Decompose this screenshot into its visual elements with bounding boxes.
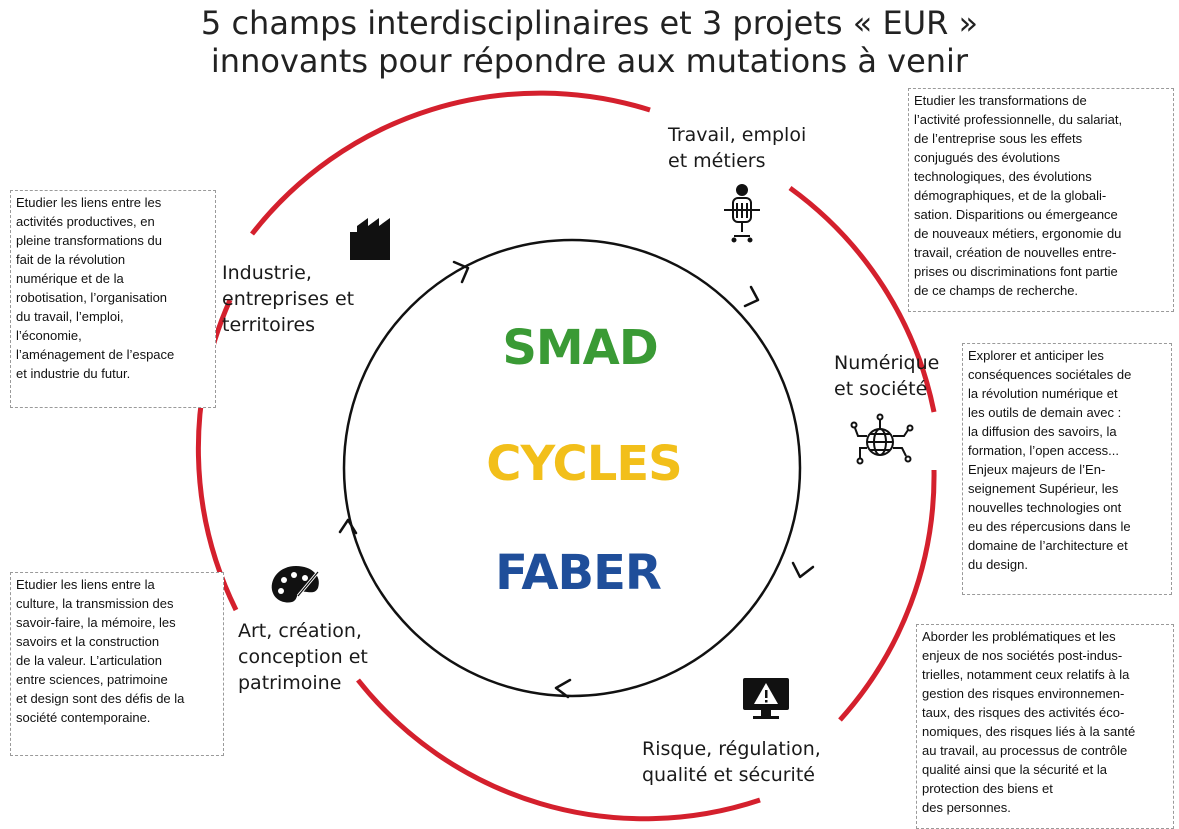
field-label-art: Art, création, conception et patrimoine bbox=[238, 620, 368, 694]
title-line-1: 5 champs interdisciplinaires et 3 projet… bbox=[200, 4, 979, 42]
inner-ring bbox=[342, 238, 802, 698]
description-risque: Aborder les problématiques et les enjeux… bbox=[916, 624, 1174, 829]
arrow-left bbox=[338, 518, 358, 535]
arrow-top-right bbox=[743, 285, 760, 308]
outer-ring-arc-bottom bbox=[356, 678, 761, 822]
outer-ring bbox=[195, 90, 937, 822]
arrow-right bbox=[791, 561, 815, 579]
palette-icon bbox=[271, 566, 320, 603]
office-worker-icon bbox=[724, 184, 760, 243]
outer-ring-arc-bottom-right bbox=[838, 469, 937, 722]
description-industrie: Etudier les liens entre les activités pr… bbox=[10, 190, 216, 408]
description-travail: Etudier les transformations de l’activit… bbox=[908, 88, 1174, 312]
warning-monitor-icon bbox=[743, 678, 789, 719]
field-label-numerique: Numérique et société bbox=[834, 352, 940, 400]
network-globe-icon bbox=[850, 413, 914, 465]
description-numerique: Explorer et anticiper les conséquences s… bbox=[962, 343, 1172, 595]
project-smad: SMAD bbox=[502, 320, 658, 376]
outer-ring-arc-top-left bbox=[250, 90, 651, 236]
factory-icon bbox=[350, 218, 390, 260]
arrow-top-left bbox=[452, 260, 470, 284]
description-art: Etudier les liens entre la culture, la t… bbox=[10, 572, 224, 756]
arrow-bottom bbox=[554, 678, 572, 699]
field-label-industrie: Industrie, entreprises et territoires bbox=[222, 262, 355, 336]
cycle-arrows bbox=[338, 260, 815, 699]
page-title: 5 champs interdisciplinaires et 3 projet… bbox=[0, 4, 1179, 80]
field-label-travail: Travail, emploi et métiers bbox=[668, 124, 807, 172]
outer-ring-arc-right bbox=[788, 185, 937, 413]
project-cycles: CYCLES bbox=[486, 436, 682, 492]
field-label-risque: Risque, régulation, qualité et sécurité bbox=[642, 738, 821, 786]
title-line-2: innovants pour répondre aux mutations à … bbox=[210, 42, 969, 80]
project-faber: FABER bbox=[495, 545, 662, 601]
